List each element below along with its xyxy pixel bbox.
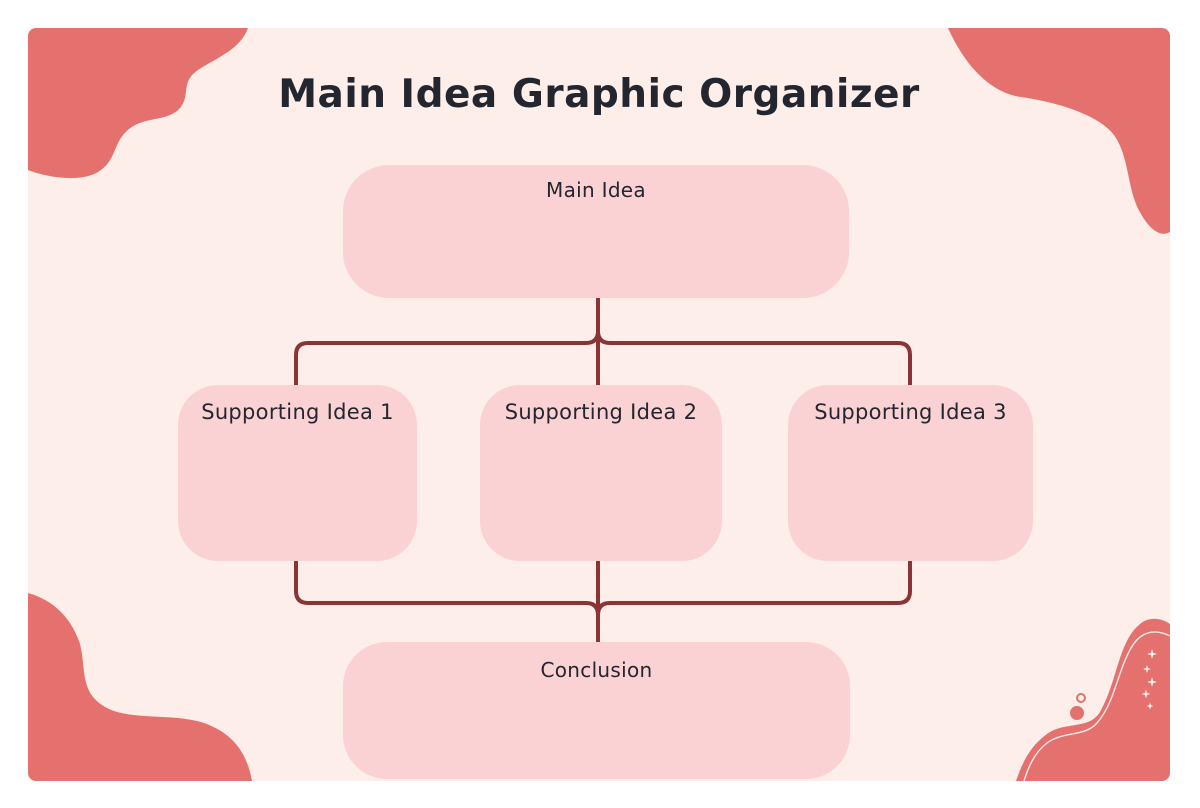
organizer-canvas: Main Idea Graphic Organizer Main Idea Su… (28, 28, 1170, 781)
connector-lines (294, 291, 912, 650)
connector-bottom-right-branch (596, 553, 912, 617)
ring-icon (1076, 693, 1086, 703)
page-title: Main Idea Graphic Organizer (278, 72, 920, 117)
blob-bottom-left-icon (28, 593, 252, 781)
node-supporting-idea-2-label: Supporting Idea 2 (504, 400, 698, 424)
node-supporting-idea-3-label: Supporting Idea 3 (814, 400, 1007, 424)
connector-top-left-branch (294, 329, 600, 395)
blob-top-right-icon (948, 28, 1170, 234)
node-supporting-idea-1-label: Supporting Idea 1 (201, 400, 394, 424)
dot-icon (1070, 706, 1084, 720)
node-supporting-idea-2[interactable]: Supporting Idea 2 (480, 385, 722, 561)
node-supporting-idea-1[interactable]: Supporting Idea 1 (178, 385, 417, 561)
blob-outline-icon (1023, 631, 1170, 781)
blob-top-left-icon (28, 28, 248, 179)
connector-top-right-branch (596, 329, 912, 395)
connector-bottom-left-branch (294, 553, 600, 617)
node-conclusion[interactable]: Conclusion (343, 642, 850, 779)
node-supporting-idea-3[interactable]: Supporting Idea 3 (788, 385, 1033, 561)
node-main-idea-label: Main Idea (546, 178, 646, 202)
corner-decorations (28, 28, 1170, 781)
node-main-idea[interactable]: Main Idea (343, 165, 849, 298)
node-conclusion-label: Conclusion (540, 658, 653, 682)
blob-bottom-right-icon (1016, 618, 1170, 781)
sparkles-icon (1141, 649, 1157, 710)
